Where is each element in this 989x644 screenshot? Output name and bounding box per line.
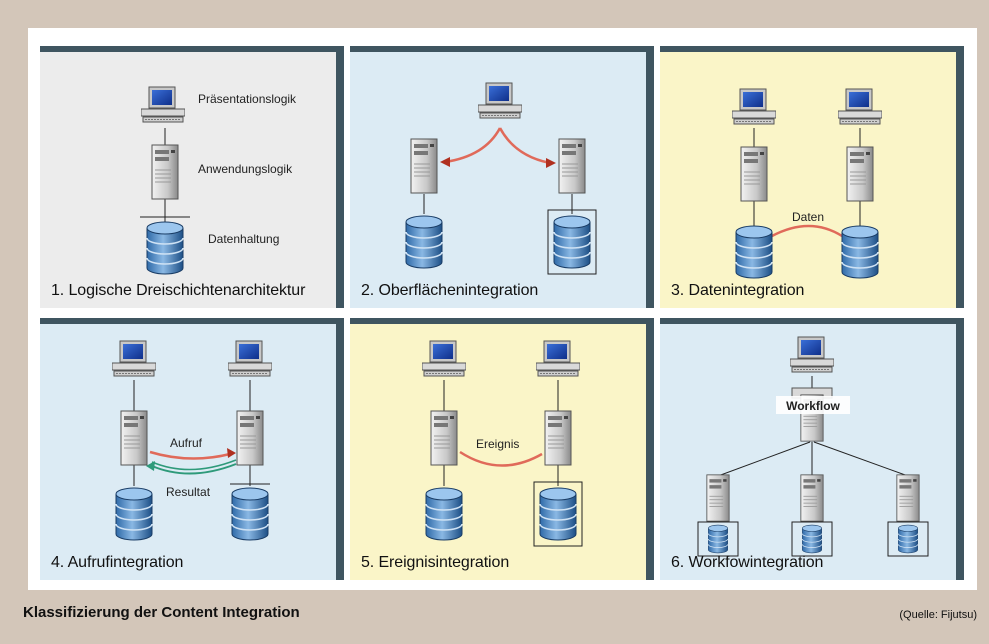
result-label: Resultat <box>166 485 211 499</box>
panel-title: 1. Logische Dreischichtenarchitektur <box>51 282 306 299</box>
database-icon <box>897 524 919 554</box>
server-icon <box>740 146 768 202</box>
workstation-icon <box>141 86 185 123</box>
panel-workflow-integration: Workflow 6. Workfowintegration <box>660 318 964 580</box>
source-credit: (Quelle: Fijutsu) <box>899 609 977 621</box>
application-logic-label: Anwendungslogik <box>198 162 293 176</box>
panel-6-graphic: Workflow <box>660 318 964 580</box>
data-storage-label: Datenhaltung <box>208 232 279 246</box>
panel-title: 4. Aufrufintegration <box>51 554 184 571</box>
diagram-frame: Präsentationslogik Anwendungslogik Daten… <box>28 28 977 590</box>
server-icon <box>706 474 730 522</box>
database-icon <box>707 524 729 554</box>
server-icon <box>544 410 572 466</box>
database-icon <box>425 487 463 541</box>
workstation-icon <box>228 340 272 377</box>
presentation-logic-label: Präsentationslogik <box>198 92 297 106</box>
server-icon <box>558 138 586 194</box>
panel-1-graphic: Präsentationslogik Anwendungslogik Daten… <box>40 46 344 308</box>
call-label: Aufruf <box>170 436 203 450</box>
database-icon <box>146 221 184 275</box>
panel-event-integration: Ereignis 5. Ereignisintegration <box>350 318 654 580</box>
figure-caption: Klassifizierung der Content Integration <box>23 604 300 621</box>
server-icon <box>846 146 874 202</box>
database-icon <box>735 225 773 279</box>
server-icon <box>800 474 824 522</box>
panel-call-integration: Aufruf Resultat 4. Aufrufintegration <box>40 318 344 580</box>
server-icon <box>896 474 920 522</box>
workstation-icon <box>790 336 834 373</box>
panel-title: 5. Ereignisintegration <box>361 554 510 571</box>
server-icon <box>430 410 458 466</box>
workflow-label: Workflow <box>786 399 840 413</box>
workstation-icon <box>536 340 580 377</box>
database-icon <box>231 487 269 541</box>
panel-surface-integration: 2. Oberflächenintegration <box>350 46 654 308</box>
panel-2-graphic <box>350 46 654 308</box>
panel-5-graphic: Ereignis <box>350 318 654 580</box>
workstation-icon <box>422 340 466 377</box>
server-icon <box>236 410 264 466</box>
server-icon <box>151 144 179 200</box>
database-icon <box>801 524 823 554</box>
workstation-icon <box>478 82 522 119</box>
panel-data-integration: Daten 3. Datenintegration <box>660 46 964 308</box>
database-icon <box>553 215 591 269</box>
workstation-icon <box>838 88 882 125</box>
database-icon <box>115 487 153 541</box>
panel-title: 6. Workfowintegration <box>671 554 824 571</box>
event-label: Ereignis <box>476 437 519 451</box>
server-icon <box>410 138 438 194</box>
server-icon <box>120 410 148 466</box>
panel-title: 2. Oberflächenintegration <box>361 282 539 299</box>
panel-4-graphic: Aufruf Resultat <box>40 318 344 580</box>
panel-title: 3. Datenintegration <box>671 282 805 299</box>
data-label: Daten <box>792 210 824 224</box>
workstation-icon <box>112 340 156 377</box>
database-icon <box>405 215 443 269</box>
panel-three-tier: Präsentationslogik Anwendungslogik Daten… <box>40 46 344 308</box>
workstation-icon <box>732 88 776 125</box>
panel-3-graphic: Daten <box>660 46 964 308</box>
database-icon <box>539 487 577 541</box>
database-icon <box>841 225 879 279</box>
